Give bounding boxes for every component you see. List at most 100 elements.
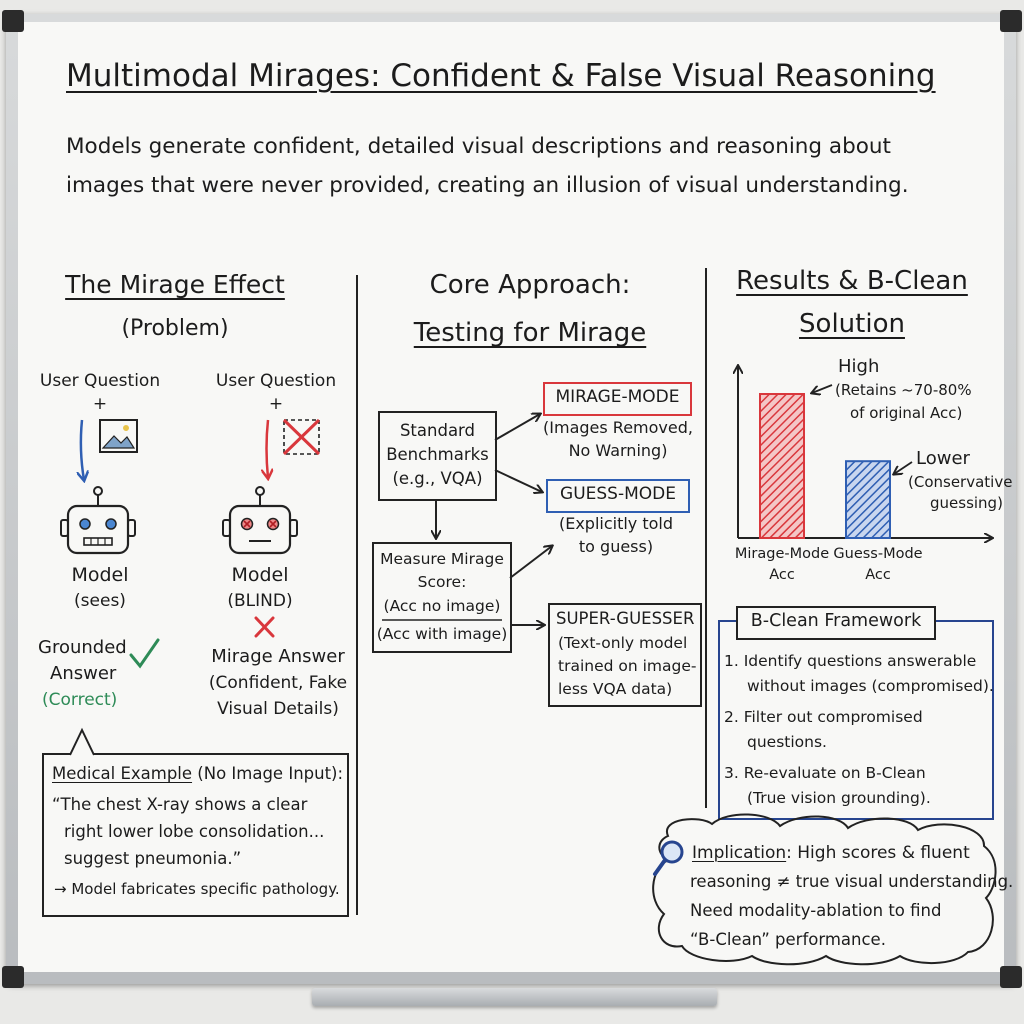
bar-guess-mode xyxy=(845,460,891,540)
medical-conclusion: → Model fabricates specific pathology. xyxy=(54,880,340,898)
x-tick-label: Guess-Mode Acc xyxy=(828,544,928,586)
mirage-mode-label: MIRAGE-MODE xyxy=(555,387,680,407)
medical-example-box xyxy=(42,753,349,917)
medical-example-heading: Medical Example xyxy=(52,764,193,783)
medical-quote-line: right lower lobe consolidation... xyxy=(64,822,325,841)
super-guesser-line: less VQA data) xyxy=(558,680,673,698)
mirage-mode-box xyxy=(543,382,692,416)
blue-arrow xyxy=(81,419,84,480)
lower-pointer-arrow xyxy=(894,461,913,474)
frame-corner xyxy=(1000,966,1022,988)
measure-numerator: (Acc no image) xyxy=(383,597,501,615)
column-divider xyxy=(705,268,707,808)
guess-mode-desc: (Explicitly told xyxy=(558,514,674,533)
high-annotation-label: High xyxy=(838,356,880,377)
b-clean-step: 3. Re-evaluate on B-Clean xyxy=(724,764,926,782)
mirage-answer-line: (Confident, Fake xyxy=(208,673,348,693)
x-tick-mirage: Mirage-Mode Acc xyxy=(734,546,830,583)
b-clean-step: 1. Identify questions answerable xyxy=(724,652,977,670)
standard-benchmarks-box xyxy=(378,411,497,501)
high-annotation-note: (Retains ~70-80% xyxy=(835,381,972,399)
check-icon xyxy=(129,638,160,669)
b-clean-title: B-Clean Framework xyxy=(750,611,922,631)
lower-annotation-note: guessing) xyxy=(930,494,1003,512)
plus-sign: + xyxy=(92,394,108,414)
middle-heading-line-2: Testing for Mirage xyxy=(413,318,647,348)
measure-mirage-box xyxy=(372,542,512,653)
guess-mode-box xyxy=(546,479,690,513)
b-clean-step: without images (compromised). xyxy=(747,677,994,695)
grounded-answer-line: Answer xyxy=(50,663,117,684)
robot-blind-icon xyxy=(222,486,298,555)
marker-tray xyxy=(312,988,717,1006)
middle-heading-line-1: Core Approach: xyxy=(429,270,631,300)
frame-corner xyxy=(1000,10,1022,32)
mirage-mode-desc: (Images Removed, xyxy=(543,418,693,437)
implication-line-1: Implication: High scores & fluent xyxy=(692,843,970,863)
high-pointer-arrow xyxy=(812,384,833,393)
left-heading: The Mirage Effect xyxy=(65,270,285,299)
image-icon xyxy=(99,419,138,453)
user-question-label: User Question xyxy=(215,371,337,391)
mirage-answer-line: Mirage Answer xyxy=(211,646,345,667)
x-tick-label: Mirage-Mode Acc xyxy=(732,544,832,586)
page-title: Multimodal Mirages: Confident & False Vi… xyxy=(66,58,936,94)
bar-mirage-mode xyxy=(759,393,805,539)
arrow-to-guess-desc xyxy=(509,546,552,579)
guess-mode-label: GUESS-MODE xyxy=(560,484,676,504)
medical-quote-line: “The chest X-ray shows a clear xyxy=(52,795,308,814)
implication-line-3: Need modality-ablation to find xyxy=(690,901,942,920)
guess-mode-desc: to guess) xyxy=(578,537,654,556)
right-heading-line-2: Solution xyxy=(799,309,905,339)
lower-annotation-label: Lower xyxy=(916,448,970,469)
speech-pointer xyxy=(69,727,95,756)
implication-label: Implication xyxy=(692,843,787,863)
super-guesser-line: (Text-only model xyxy=(558,634,688,652)
super-guesser-line: trained on image- xyxy=(558,657,697,675)
bar-chart xyxy=(738,366,992,538)
magnifier-icon xyxy=(653,840,684,876)
implication-cloud xyxy=(652,813,997,966)
mirage-mode-desc: No Warning) xyxy=(568,441,668,460)
mirage-answer-line: Visual Details) xyxy=(217,699,339,719)
subtitle-line-1: Models generate confident, detailed visu… xyxy=(66,134,891,159)
correct-label: (Correct) xyxy=(42,690,118,710)
medical-quote-line: suggest pneumonia.” xyxy=(64,849,242,868)
model-label: Model xyxy=(71,564,129,586)
high-annotation-note: of original Acc) xyxy=(850,404,963,422)
super-guesser-title: SUPER-GUESSER xyxy=(556,609,695,628)
b-clean-step: questions. xyxy=(747,733,827,751)
lower-annotation-note: (Conservative xyxy=(908,473,1013,491)
measure-line: Measure Mirage xyxy=(380,550,504,568)
grounded-answer-line: Grounded xyxy=(38,637,127,658)
frame-corner xyxy=(2,966,24,988)
right-heading-line-1: Results & B-Clean xyxy=(736,266,968,296)
benchmarks-line: Benchmarks xyxy=(386,445,489,464)
measure-line: Score: xyxy=(417,573,467,591)
robot-sees-icon xyxy=(60,486,136,555)
implication-text: : High scores & fluent xyxy=(786,843,970,863)
model-blind-label: (BLIND) xyxy=(227,591,293,611)
arrow-to-mirage-mode xyxy=(494,414,540,441)
model-label: Model xyxy=(231,564,289,586)
arrow-to-guess-mode xyxy=(494,469,542,492)
subtitle-line-2: images that were never provided, creatin… xyxy=(66,173,909,198)
b-clean-title-box xyxy=(736,606,936,640)
x-tick-guess: Guess-Mode Acc xyxy=(833,546,923,583)
whiteboard-surface xyxy=(18,22,1004,972)
super-guesser-box xyxy=(548,603,702,707)
crossed-image-icon xyxy=(282,418,321,456)
user-question-label: User Question xyxy=(39,371,161,391)
benchmarks-line: Standard xyxy=(399,421,476,440)
b-clean-step: 2. Filter out compromised xyxy=(724,708,923,726)
implication-line-2: reasoning ≠ true visual understanding. xyxy=(690,872,1014,891)
benchmarks-line: (e.g., VQA) xyxy=(392,469,483,488)
left-subheading: (Problem) xyxy=(121,316,229,341)
medical-example-title: Medical Example (No Image Input): xyxy=(52,764,343,783)
measure-denominator: (Acc with image) xyxy=(376,625,508,643)
column-divider xyxy=(356,275,358,915)
red-arrow xyxy=(267,419,269,478)
model-sees-label: (sees) xyxy=(74,591,126,611)
implication-line-4: “B-Clean” performance. xyxy=(690,930,886,949)
